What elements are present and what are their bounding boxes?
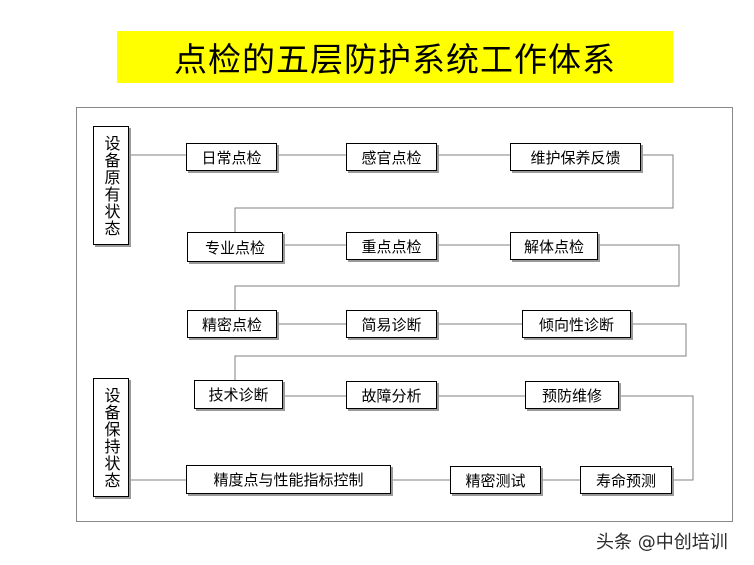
watermark-text: 头条 @中创培训 [596,532,728,553]
connector-r2-to-r3 [234,244,680,310]
state-original: 设备原有状态 [93,126,129,245]
node-sensory-inspection: 感官点检 [346,143,437,171]
state-maintained: 设备保持状态 [93,378,129,497]
node-technical-diagnosis: 技术诊断 [194,380,283,409]
node-preventive-maintenance: 预防维修 [525,381,619,409]
diagram-title: 点检的五层防护系统工作体系 [117,31,673,83]
node-daily-inspection: 日常点检 [186,143,277,171]
connector-r1-to-r2 [234,154,674,232]
node-precision-performance-control: 精度点与性能指标控制 [186,465,391,494]
node-fault-analysis: 故障分析 [346,381,437,409]
node-key-inspection: 重点点检 [346,232,437,260]
node-precision-testing: 精密测试 [450,466,541,494]
node-life-prediction: 寿命预测 [580,466,672,494]
node-precision-inspection: 精密点检 [187,310,277,338]
node-simple-diagnosis: 简易诊断 [346,310,437,338]
connector-r3-to-r4 [234,323,687,380]
node-maintenance-feedback: 维护保养反馈 [510,143,641,171]
node-disassembly-inspection: 解体点检 [510,232,598,260]
diagram-frame [76,107,733,522]
connector-r4-to-r5 [619,395,694,481]
node-professional-inspection: 专业点检 [187,232,283,262]
node-trend-diagnosis: 倾向性诊断 [522,310,631,338]
